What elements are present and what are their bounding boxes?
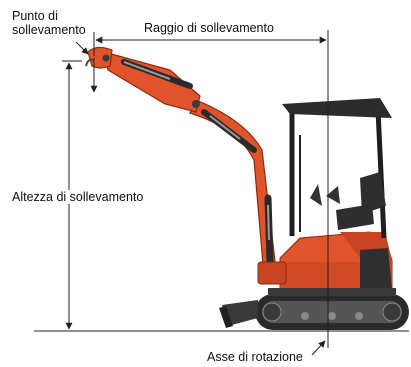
dipper-arm (103, 51, 201, 113)
excavator-arm (85, 46, 287, 285)
lifting-radius-label: Raggio di sollevamento (144, 21, 274, 35)
crawler-track (255, 294, 409, 330)
lifting-point-label-line1: Punto di (12, 9, 58, 23)
upper-body (268, 231, 396, 296)
lifting-radius-dimension (93, 32, 327, 56)
lifting-height-label: Altezza di sollevamento (12, 190, 144, 204)
cab-roof (282, 98, 392, 118)
rotation-axis-label: Asse di rotazione (207, 350, 303, 364)
boom (189, 99, 277, 277)
lifting-point-label-line2: sollevamento (12, 23, 86, 37)
dozer-blade (219, 300, 258, 328)
rotation-axis-pointer (311, 340, 326, 356)
lifting-point-pointer (75, 41, 89, 55)
operator-seat (310, 172, 386, 230)
